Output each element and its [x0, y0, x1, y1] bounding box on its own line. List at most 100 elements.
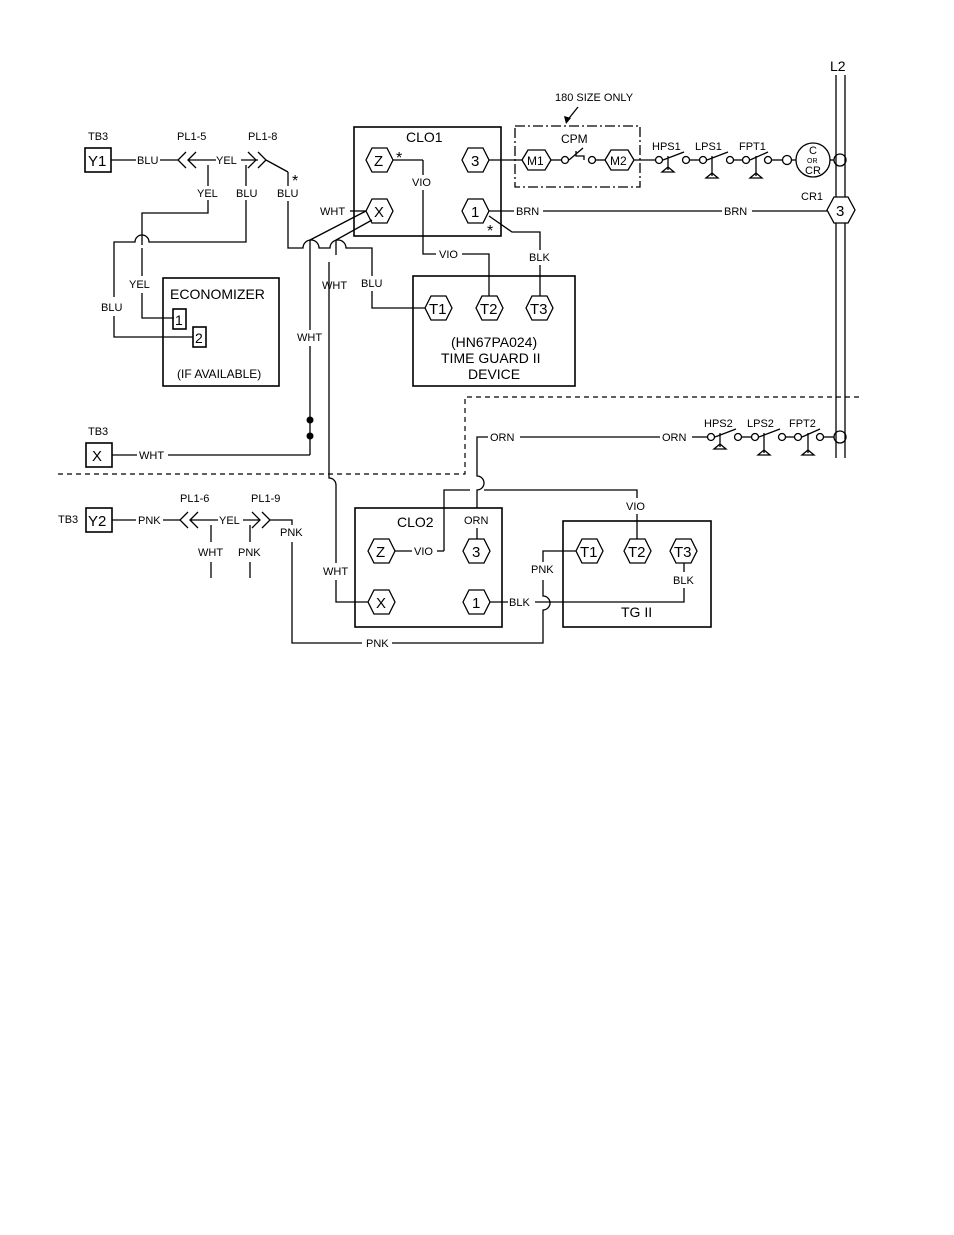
cpm-contact-1 — [560, 155, 570, 165]
wire-label-blu-1: BLU — [137, 155, 158, 167]
wire-label-brn-2: BRN — [724, 206, 747, 218]
m2-label: M2 — [610, 154, 627, 168]
junction-dot-2 — [306, 432, 314, 440]
clo1-box — [353, 126, 502, 237]
wire-blk-1 — [488, 215, 541, 250]
cpm-box — [514, 125, 641, 188]
size-note: 180 SIZE ONLY — [555, 92, 634, 104]
pl1-5-connector — [177, 151, 216, 169]
clo2-title: CLO2 — [397, 514, 434, 530]
y2-label: Y2 — [88, 513, 106, 530]
separator-dashed-left — [58, 396, 845, 475]
tg2-box — [562, 520, 712, 628]
tg-line3: DEVICE — [468, 366, 520, 382]
wire-label-orn-2: ORN — [662, 432, 687, 444]
wire-blk-t3b — [535, 588, 685, 603]
clo2-box — [354, 507, 503, 628]
wire-wht-x-crossover — [328, 219, 373, 486]
clo2-x-label: X — [376, 595, 386, 612]
fpt1-label: FPT1 — [739, 141, 766, 153]
tg-line2: TIME GUARD II — [441, 350, 541, 366]
clo2-3-label: 3 — [472, 544, 480, 561]
economizer-title: ECONOMIZER — [170, 286, 265, 302]
wire-pnk-t1 — [542, 550, 576, 562]
wire-label-vio-4: VIO — [414, 546, 433, 558]
pl1-9-label: PL1-9 — [251, 493, 280, 505]
wire-vio-top — [443, 489, 638, 540]
tg2-title: TG II — [621, 604, 652, 620]
tg-t3-label: T3 — [530, 301, 548, 318]
wire-label-blu-5: BLU — [361, 278, 382, 290]
tb3-y2-label: TB3 — [58, 514, 78, 526]
econ-terminal-2 — [192, 326, 207, 348]
cr1-3-label: 3 — [836, 203, 844, 220]
wire-label-blu-4: BLU — [277, 188, 298, 200]
hps1-label: HPS1 — [652, 141, 681, 153]
wire-label-vio-1: VIO — [412, 177, 431, 189]
wire-label-pnk-5: PNK — [531, 564, 554, 576]
hps2-label: HPS2 — [704, 418, 733, 430]
wire-pnk-route-2 — [392, 580, 551, 644]
wire-orn-down — [476, 436, 488, 508]
econ-terminal-1-label: 1 — [175, 312, 183, 328]
tg2-t2-terminal — [623, 538, 652, 564]
econ-terminal-1 — [172, 308, 187, 330]
cr1-3-terminal — [826, 196, 856, 224]
l2-label: L2 — [830, 58, 846, 74]
wire-vio-down-b — [422, 190, 436, 255]
tg-t2-terminal — [475, 295, 504, 321]
asterisk-pl1-8: * — [292, 173, 298, 190]
tg-t1-label: T1 — [429, 301, 447, 318]
clo1-x-label: X — [374, 204, 384, 221]
wire-label-brn-1: BRN — [516, 206, 539, 218]
wire-wht-clo2-b — [335, 580, 368, 603]
economizer-box — [162, 277, 280, 387]
tg2-t1-terminal — [575, 538, 604, 564]
wire-label-blk-2: BLK — [509, 597, 530, 609]
pl1-6-label: PL1-6 — [180, 493, 209, 505]
lps2-label: LPS2 — [747, 418, 774, 430]
wire-label-blk-1: BLK — [529, 252, 550, 264]
pl1-8-label: PL1-8 — [248, 131, 277, 143]
time-guard-box — [412, 275, 576, 387]
junction-dot-1 — [306, 416, 314, 424]
tg2-t2-label: T2 — [628, 544, 646, 561]
wire-label-blk-3: BLK — [673, 575, 694, 587]
tg2-t3-label: T3 — [674, 544, 692, 561]
y1-label: Y1 — [88, 153, 106, 170]
wire-label-pnk-1: PNK — [138, 515, 161, 527]
pressure-switch-chain-1 — [654, 151, 793, 179]
tg2-t1-label: T1 — [580, 544, 598, 561]
wire-yel-route — [141, 200, 209, 245]
wire-label-pnk-4: PNK — [366, 638, 389, 650]
cr1-label: CR1 — [801, 191, 823, 203]
wire-label-wht-3: WHT — [297, 332, 322, 344]
tb3-y1-label: TB3 — [88, 131, 108, 143]
cpm-switch — [568, 147, 585, 161]
wire-label-blu-3: BLU — [101, 302, 122, 314]
rail-node-1 — [833, 153, 847, 167]
wire-label-blu-2: BLU — [236, 188, 257, 200]
wire-label-wht-4: WHT — [139, 450, 164, 462]
rail-node-2 — [833, 430, 847, 444]
wire-label-yel-3: YEL — [129, 279, 150, 291]
clo1-x-terminal — [365, 198, 394, 224]
pl1-8-connector — [247, 151, 289, 173]
pl1-9-connector — [251, 511, 293, 529]
pl1-5-label: PL1-5 — [177, 131, 206, 143]
lps1-label: LPS1 — [695, 141, 722, 153]
clo2-x-terminal — [367, 589, 396, 615]
coil-cr-label: CR — [805, 165, 821, 177]
wire-label-orn-3: ORN — [464, 515, 489, 527]
wire-label-wht-6: WHT — [323, 566, 348, 578]
wire-label-pnk-2: PNK — [238, 547, 261, 559]
cpm-contact-2 — [587, 155, 597, 165]
pl1-6-connector — [179, 511, 218, 529]
clo2-z-label: Z — [376, 544, 385, 561]
wire-blu-to-tg — [287, 201, 373, 276]
coil-c-label: C — [809, 145, 817, 157]
wire-label-yel-2: YEL — [197, 188, 218, 200]
clo1-1-label: 1 — [471, 204, 479, 221]
wire-label-yel-1: YEL — [216, 155, 237, 167]
size-note-arrowhead — [564, 116, 571, 124]
